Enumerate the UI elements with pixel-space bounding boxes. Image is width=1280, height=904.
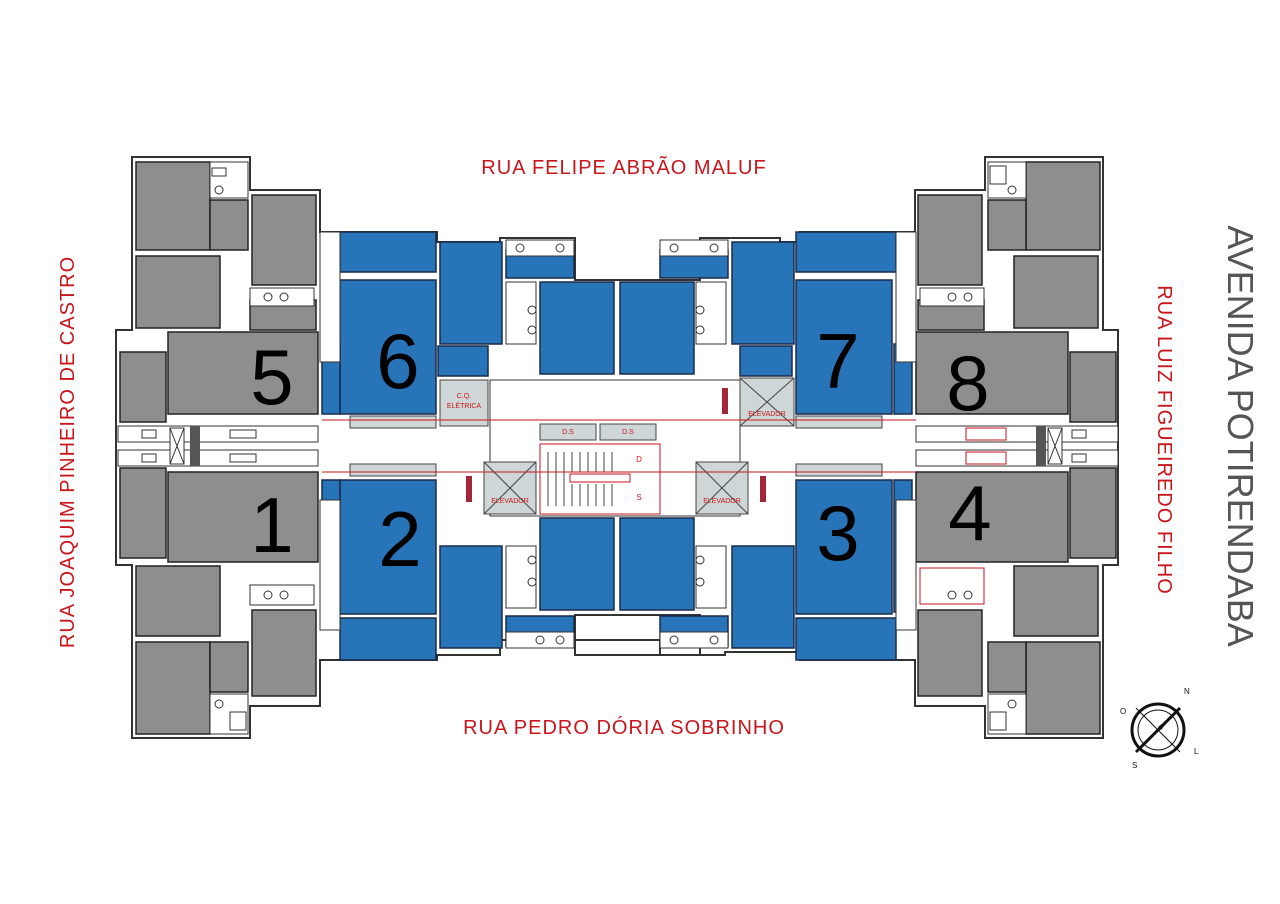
corridor: [322, 419, 916, 473]
unit-7-rooms: [619, 231, 913, 415]
unit-number-1: 1: [250, 481, 293, 569]
street-left: RUA JOAQUIM PINHEIRO DE CASTRO: [57, 256, 79, 648]
duct-label-2: D.S: [622, 429, 634, 436]
unit-5-rooms: [119, 161, 319, 423]
compass-l: L: [1194, 747, 1199, 756]
duct-label-1: D.S: [562, 429, 574, 436]
unit-number-7: 7: [816, 317, 859, 405]
compass-s: S: [1132, 761, 1137, 770]
shaft-label-2: ELÉTRICA: [447, 401, 482, 410]
blue-bathrooms: [505, 239, 729, 649]
unit-number-4: 4: [948, 469, 991, 557]
unit-2-rooms: [321, 479, 615, 661]
right-bathrooms: [919, 161, 1027, 735]
stair-treads: [547, 452, 613, 506]
street-right: RUA LUIZ FIGUEIREDO FILHO: [1153, 285, 1175, 594]
right-kitchens: [915, 425, 1119, 467]
unit-number-5: 5: [250, 333, 293, 421]
left-kitchens: [117, 425, 319, 467]
stair-down-label: D: [636, 455, 642, 464]
compass-n: N: [1184, 687, 1190, 696]
street-top: RUA FELIPE ABRÃO MALUF: [481, 155, 766, 179]
compass-o: O: [1120, 707, 1126, 716]
unit-number-3: 3: [816, 489, 859, 577]
street-bottom: RUA PEDRO DÓRIA SOBRINHO: [463, 716, 785, 739]
unit-4-rooms: [915, 467, 1117, 735]
central-core: [439, 377, 795, 517]
unit-number-8: 8: [946, 339, 989, 427]
compass-icon: N O S L: [1120, 687, 1199, 770]
elevator-label-left: ELEVADOR: [491, 498, 529, 505]
avenue-label: AVENIDA POTIRENDABA: [1220, 225, 1261, 646]
elevator-label-top: ELEVADOR: [748, 411, 786, 418]
stair-up-label: S: [636, 493, 641, 502]
unit-number-6: 6: [376, 317, 419, 405]
hydrant-marks: [466, 388, 766, 502]
service-strips: [319, 231, 917, 631]
left-bathrooms: [209, 161, 315, 735]
unit-1-rooms: [119, 467, 319, 735]
unit-number-2: 2: [378, 495, 421, 583]
shaft-label-1: C.Q.: [457, 393, 471, 400]
elevator-label-right: ELEVADOR: [703, 498, 741, 505]
